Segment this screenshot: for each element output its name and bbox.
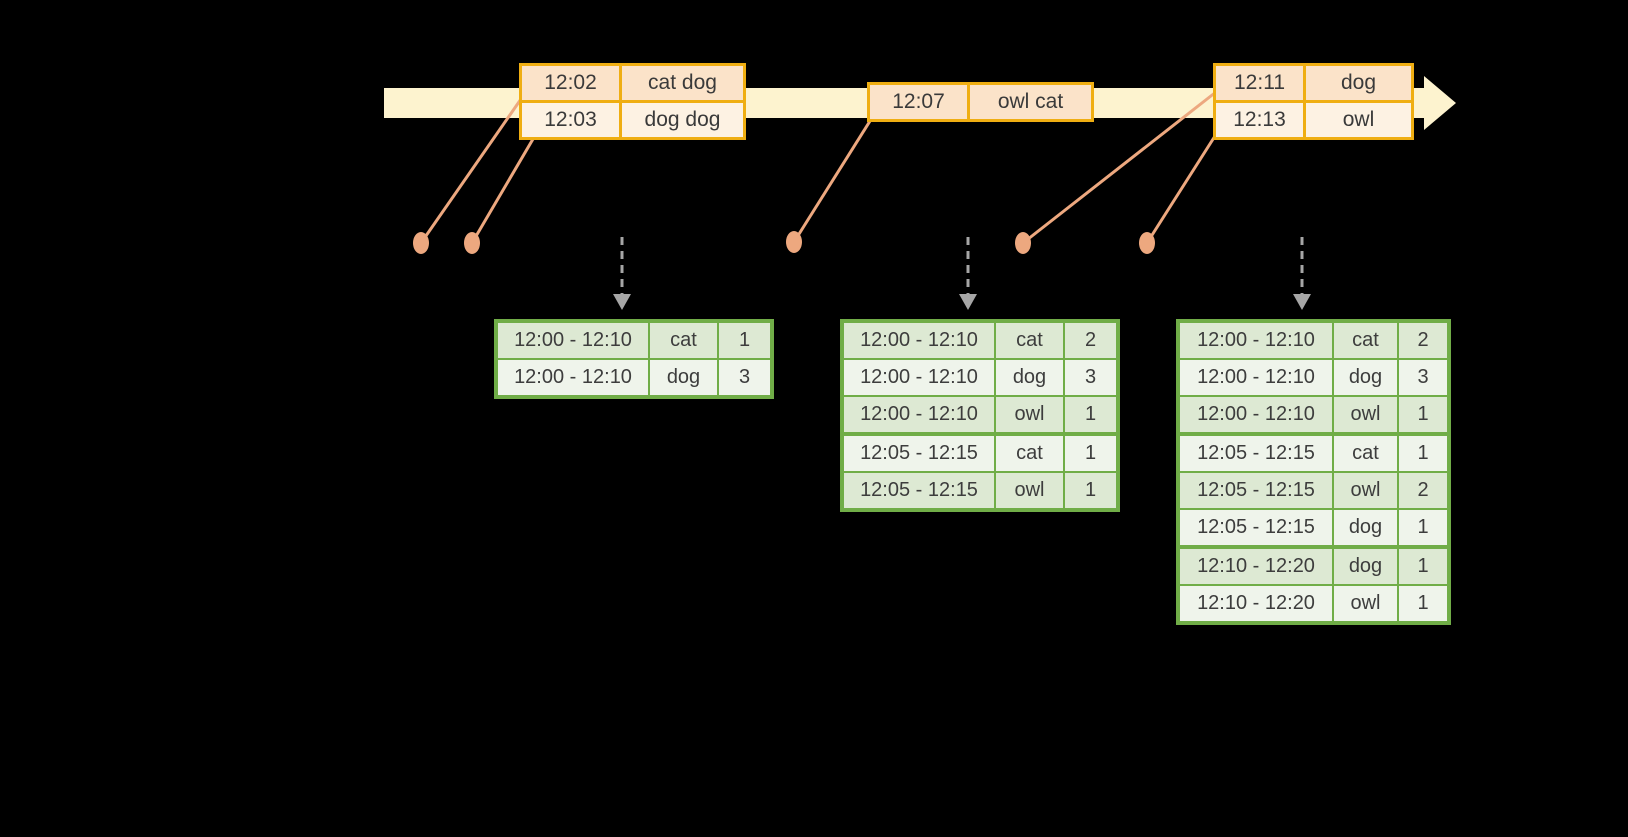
event-table-2: 12:07 owl cat <box>867 82 1094 122</box>
window-cell: 12:05 - 12:15 <box>1177 432 1334 473</box>
event-time-cell: 12:07 <box>867 82 970 122</box>
event-table-1: 12:02 cat dog 12:03 dog dog <box>519 63 746 140</box>
result-row: 12:00 - 12:10 dog 3 <box>1177 358 1450 397</box>
result-row: 12:05 - 12:15 cat 1 <box>1177 432 1450 473</box>
event-dot-icon <box>1015 232 1031 254</box>
result-row: 12:00 - 12:10 cat 2 <box>1177 320 1450 360</box>
word-cell: owl <box>994 471 1065 511</box>
window-cell: 12:10 - 12:20 <box>1177 584 1334 624</box>
event-row: 12:13 owl <box>1213 100 1414 140</box>
count-cell: 1 <box>1397 584 1450 624</box>
event-words-cell: cat dog <box>619 63 746 103</box>
count-cell: 1 <box>1063 471 1119 511</box>
count-cell: 1 <box>1063 432 1119 473</box>
count-cell: 1 <box>1397 508 1450 548</box>
result-row: 12:00 - 12:10 dog 3 <box>495 358 773 398</box>
word-cell: dog <box>648 358 719 398</box>
event-time-cell: 12:13 <box>1213 100 1306 140</box>
result-row: 12:00 - 12:10 owl 1 <box>841 395 1119 435</box>
event-table-3: 12:11 dog 12:13 owl <box>1213 63 1414 140</box>
word-cell: dog <box>1332 508 1399 548</box>
count-cell: 1 <box>1063 395 1119 435</box>
count-cell: 1 <box>1397 545 1450 586</box>
event-time-cell: 12:11 <box>1213 63 1306 103</box>
window-cell: 12:05 - 12:15 <box>1177 508 1334 548</box>
window-cell: 12:00 - 12:10 <box>841 395 996 435</box>
window-cell: 12:00 - 12:10 <box>495 320 650 360</box>
result-row: 12:10 - 12:20 owl 1 <box>1177 584 1450 624</box>
window-cell: 12:00 - 12:10 <box>1177 320 1334 360</box>
event-words-cell: owl cat <box>967 82 1094 122</box>
word-cell: cat <box>1332 432 1399 473</box>
count-cell: 3 <box>1063 358 1119 397</box>
window-cell: 12:00 - 12:10 <box>495 358 650 398</box>
word-cell: cat <box>648 320 719 360</box>
window-cell: 12:05 - 12:15 <box>1177 471 1334 510</box>
event-connector <box>470 138 535 244</box>
count-cell: 2 <box>1397 471 1450 510</box>
window-cell: 12:00 - 12:10 <box>1177 358 1334 397</box>
window-cell: 12:00 - 12:10 <box>841 358 996 397</box>
result-row: 12:05 - 12:15 dog 1 <box>1177 508 1450 548</box>
timeline-arrow-icon <box>1424 76 1456 130</box>
event-dot-icon <box>464 232 480 254</box>
trigger-arrowhead-icon <box>959 294 977 310</box>
word-cell: cat <box>994 320 1065 360</box>
result-row: 12:10 - 12:20 dog 1 <box>1177 545 1450 586</box>
event-connector <box>419 98 523 244</box>
window-cell: 12:00 - 12:10 <box>841 320 996 360</box>
trigger-arrowhead-icon <box>613 294 631 310</box>
event-row: 12:02 cat dog <box>519 63 746 103</box>
result-table-2: 12:00 - 12:10 cat 2 12:00 - 12:10 dog 3 … <box>840 319 1120 512</box>
window-cell: 12:05 - 12:15 <box>841 432 996 473</box>
word-cell: owl <box>1332 471 1399 510</box>
trigger-arrowhead-icon <box>1293 294 1311 310</box>
word-cell: owl <box>1332 395 1399 435</box>
event-row: 12:11 dog <box>1213 63 1414 103</box>
result-row: 12:00 - 12:10 dog 3 <box>841 358 1119 397</box>
event-dot-icon <box>413 232 429 254</box>
result-row: 12:00 - 12:10 owl 1 <box>1177 395 1450 435</box>
word-cell: cat <box>1332 320 1399 360</box>
window-cell: 12:00 - 12:10 <box>1177 395 1334 435</box>
window-cell: 12:10 - 12:20 <box>1177 545 1334 586</box>
result-row: 12:00 - 12:10 cat 2 <box>841 320 1119 360</box>
event-dot-icon <box>1139 232 1155 254</box>
event-dot-icon <box>786 231 802 253</box>
count-cell: 2 <box>1397 320 1450 360</box>
count-cell: 1 <box>717 320 773 360</box>
word-cell: owl <box>994 395 1065 435</box>
event-words-cell: owl <box>1303 100 1414 140</box>
event-time-cell: 12:02 <box>519 63 622 103</box>
result-row: 12:05 - 12:15 owl 1 <box>841 471 1119 511</box>
result-row: 12:00 - 12:10 cat 1 <box>495 320 773 360</box>
word-cell: cat <box>994 432 1065 473</box>
word-cell: dog <box>1332 358 1399 397</box>
result-table-3: 12:00 - 12:10 cat 2 12:00 - 12:10 dog 3 … <box>1176 319 1451 625</box>
event-row: 12:07 owl cat <box>867 82 1094 122</box>
word-cell: dog <box>994 358 1065 397</box>
count-cell: 2 <box>1063 320 1119 360</box>
result-row: 12:05 - 12:15 owl 2 <box>1177 471 1450 510</box>
event-connector <box>1145 135 1217 244</box>
window-cell: 12:05 - 12:15 <box>841 471 996 511</box>
word-cell: owl <box>1332 584 1399 624</box>
event-row: 12:03 dog dog <box>519 100 746 140</box>
count-cell: 3 <box>1397 358 1450 397</box>
count-cell: 3 <box>717 358 773 398</box>
result-row: 12:05 - 12:15 cat 1 <box>841 432 1119 473</box>
event-connector <box>1022 90 1217 245</box>
count-cell: 1 <box>1397 432 1450 473</box>
event-words-cell: dog <box>1303 63 1414 103</box>
event-connector <box>792 120 872 243</box>
event-words-cell: dog dog <box>619 100 746 140</box>
count-cell: 1 <box>1397 395 1450 435</box>
result-table-1: 12:00 - 12:10 cat 1 12:00 - 12:10 dog 3 <box>494 319 774 399</box>
event-time-cell: 12:03 <box>519 100 622 140</box>
word-cell: dog <box>1332 545 1399 586</box>
